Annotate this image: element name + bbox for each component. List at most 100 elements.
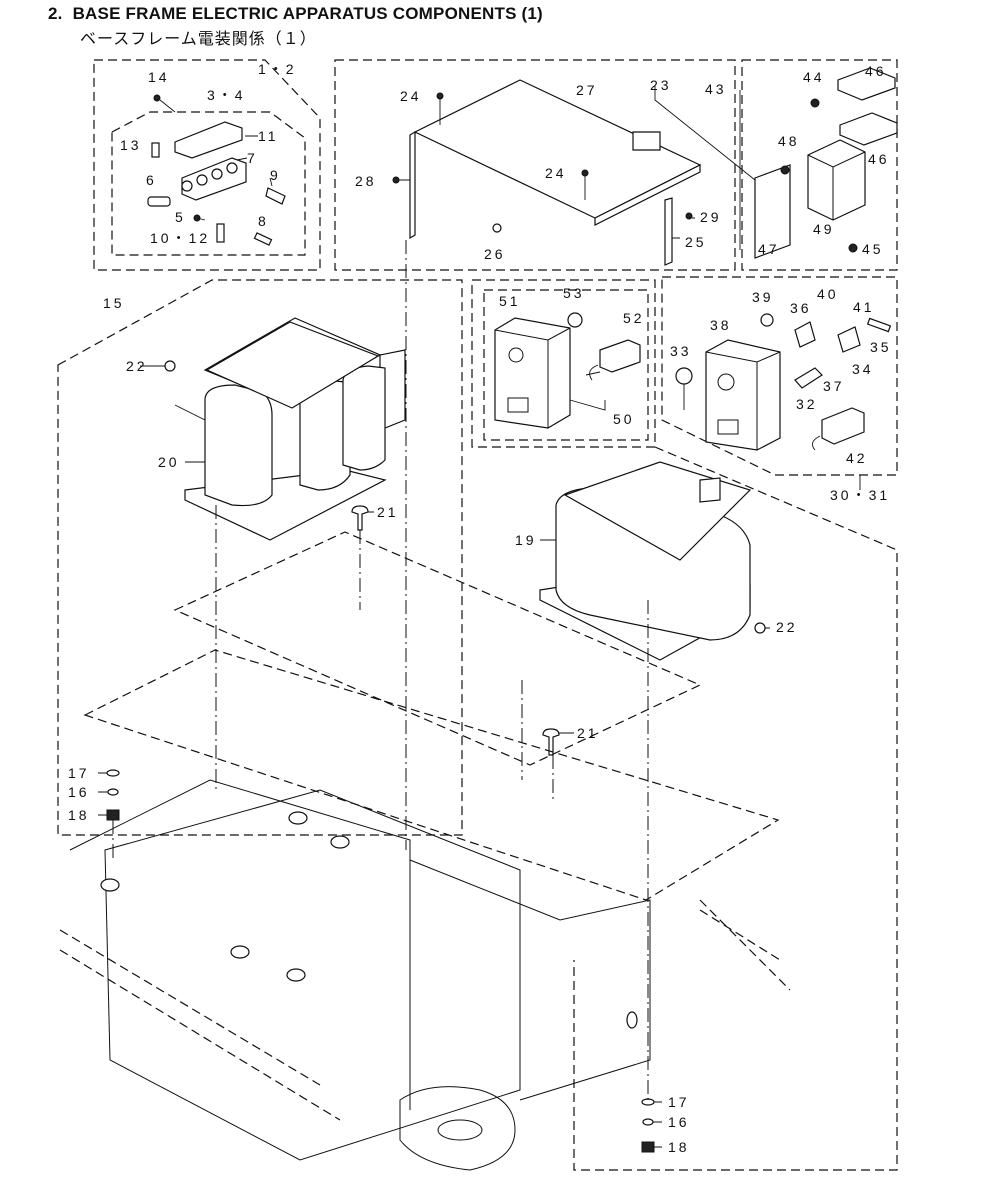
cover-screw: [581, 169, 589, 177]
ring-terminal: [265, 187, 286, 205]
transformer-top-plate: [205, 321, 380, 409]
bolt: [641, 1141, 655, 1153]
callout-label: 21: [377, 504, 399, 520]
cover-side-panel: [409, 130, 416, 240]
mounting-plates: [83, 531, 780, 901]
callout-label: 51: [499, 293, 521, 309]
fastener-stack-right: [641, 1098, 655, 1153]
meter-box-assembly: [675, 313, 892, 451]
cover-screw: [436, 92, 444, 100]
callout-label: 49: [813, 221, 835, 237]
mount-hole: [230, 945, 250, 959]
transformer-side-lug: [699, 477, 721, 503]
callout-labels: 14 1・2 3・4 11 13 7 9 6 5 8 10・12 24 27 2…: [68, 61, 890, 1155]
callout-label: 27: [576, 82, 598, 98]
fuse-holder: [151, 142, 160, 158]
fuse-cartridge: [147, 196, 171, 207]
callout-label: 18: [668, 1139, 690, 1155]
callout-label: 42: [846, 450, 868, 466]
switch-knob-hole: [508, 347, 524, 363]
terminal-block-assembly: [147, 94, 286, 246]
callout-label: 5: [175, 209, 186, 225]
base-frame-casting: [59, 779, 791, 1171]
callout-label: 39: [752, 289, 774, 305]
terminal-comb: [839, 112, 898, 146]
group-15-outline: [57, 279, 463, 836]
switch-window: [507, 397, 529, 413]
base-frame-outline: [573, 446, 898, 1171]
group-23-outline: [334, 59, 736, 271]
callout-label: 33: [670, 343, 692, 359]
base-frame-plate: [104, 789, 521, 1161]
base-frame-rail: [409, 859, 651, 1101]
group-30-31-outline: [661, 276, 898, 476]
group-1-2-outline: [93, 59, 321, 271]
lock-washer: [107, 788, 119, 796]
mount-hole: [626, 1011, 638, 1029]
callout-label: 47: [758, 241, 780, 257]
terminal-screw: [211, 168, 223, 180]
screw: [351, 505, 369, 531]
bolt: [106, 809, 120, 821]
callout-label: 23: [650, 77, 672, 93]
callout-label: 9: [270, 167, 281, 183]
callout-label: 6: [146, 172, 157, 188]
callout-label: 53: [563, 285, 585, 301]
switch-knob: [760, 313, 774, 327]
group-boundaries: [57, 59, 898, 1171]
contactor-screw: [780, 165, 790, 175]
transformer-large: [164, 317, 406, 541]
mounting-screw: [153, 94, 161, 102]
meter-label: [717, 419, 739, 435]
connector-body: [794, 367, 823, 389]
callout-label: 10・12: [150, 230, 210, 246]
washer: [106, 769, 120, 777]
contactor-body: [807, 139, 866, 221]
callout-label: 8: [258, 213, 269, 229]
callout-label: 30・31: [830, 487, 890, 503]
meter-box: [705, 339, 781, 451]
callout-label: 38: [710, 317, 732, 333]
callout-label: 19: [515, 532, 537, 548]
base-frame-lower-outline: [59, 899, 791, 1121]
terminal-cover-plate: [174, 121, 243, 159]
contactor-screw: [810, 98, 820, 108]
leader-lines: [98, 85, 861, 1148]
callout-label: 18: [68, 807, 90, 823]
transformer-mounting-plate: [173, 531, 702, 766]
page-title: 2.BASE FRAME ELECTRIC APPARATUS COMPONEN…: [48, 4, 543, 24]
capacitor-module: [821, 407, 865, 445]
callout-label: 46: [865, 63, 887, 79]
callout-label: 21: [577, 725, 599, 741]
callout-label: 43: [705, 81, 727, 97]
callout-label: 15: [103, 295, 125, 311]
mount-hole: [288, 811, 308, 825]
terminal-screw: [181, 180, 193, 192]
meter-window: [717, 373, 735, 391]
callout-label: 50: [613, 411, 635, 427]
meter-knob: [675, 367, 693, 385]
callout-label: 28: [355, 173, 377, 189]
callout-label: 44: [803, 69, 825, 85]
callout-label: 37: [823, 378, 845, 394]
center-lines: [112, 240, 649, 1100]
terminal-comb: [837, 67, 896, 101]
callout-label: 24: [545, 165, 567, 181]
transformer-medium: [539, 461, 766, 756]
callout-label: 11: [258, 128, 279, 144]
contactor-assembly: [754, 67, 898, 259]
callout-label: 17: [668, 1094, 690, 1110]
transformer-coil: [204, 384, 273, 507]
nut: [754, 622, 766, 634]
transformer-coil: [342, 365, 386, 471]
callout-label: 40: [817, 286, 839, 302]
group-3-4-outline: [111, 111, 306, 256]
cover-stud: [492, 223, 502, 233]
section-title: BASE FRAME ELECTRIC APPARATUS COMPONENTS…: [72, 4, 543, 23]
terminal-screw: [196, 174, 208, 186]
callout-label: 26: [484, 246, 506, 262]
rotary-switch: [794, 321, 816, 348]
set-screw: [216, 223, 225, 243]
callout-label: 24: [400, 88, 422, 104]
